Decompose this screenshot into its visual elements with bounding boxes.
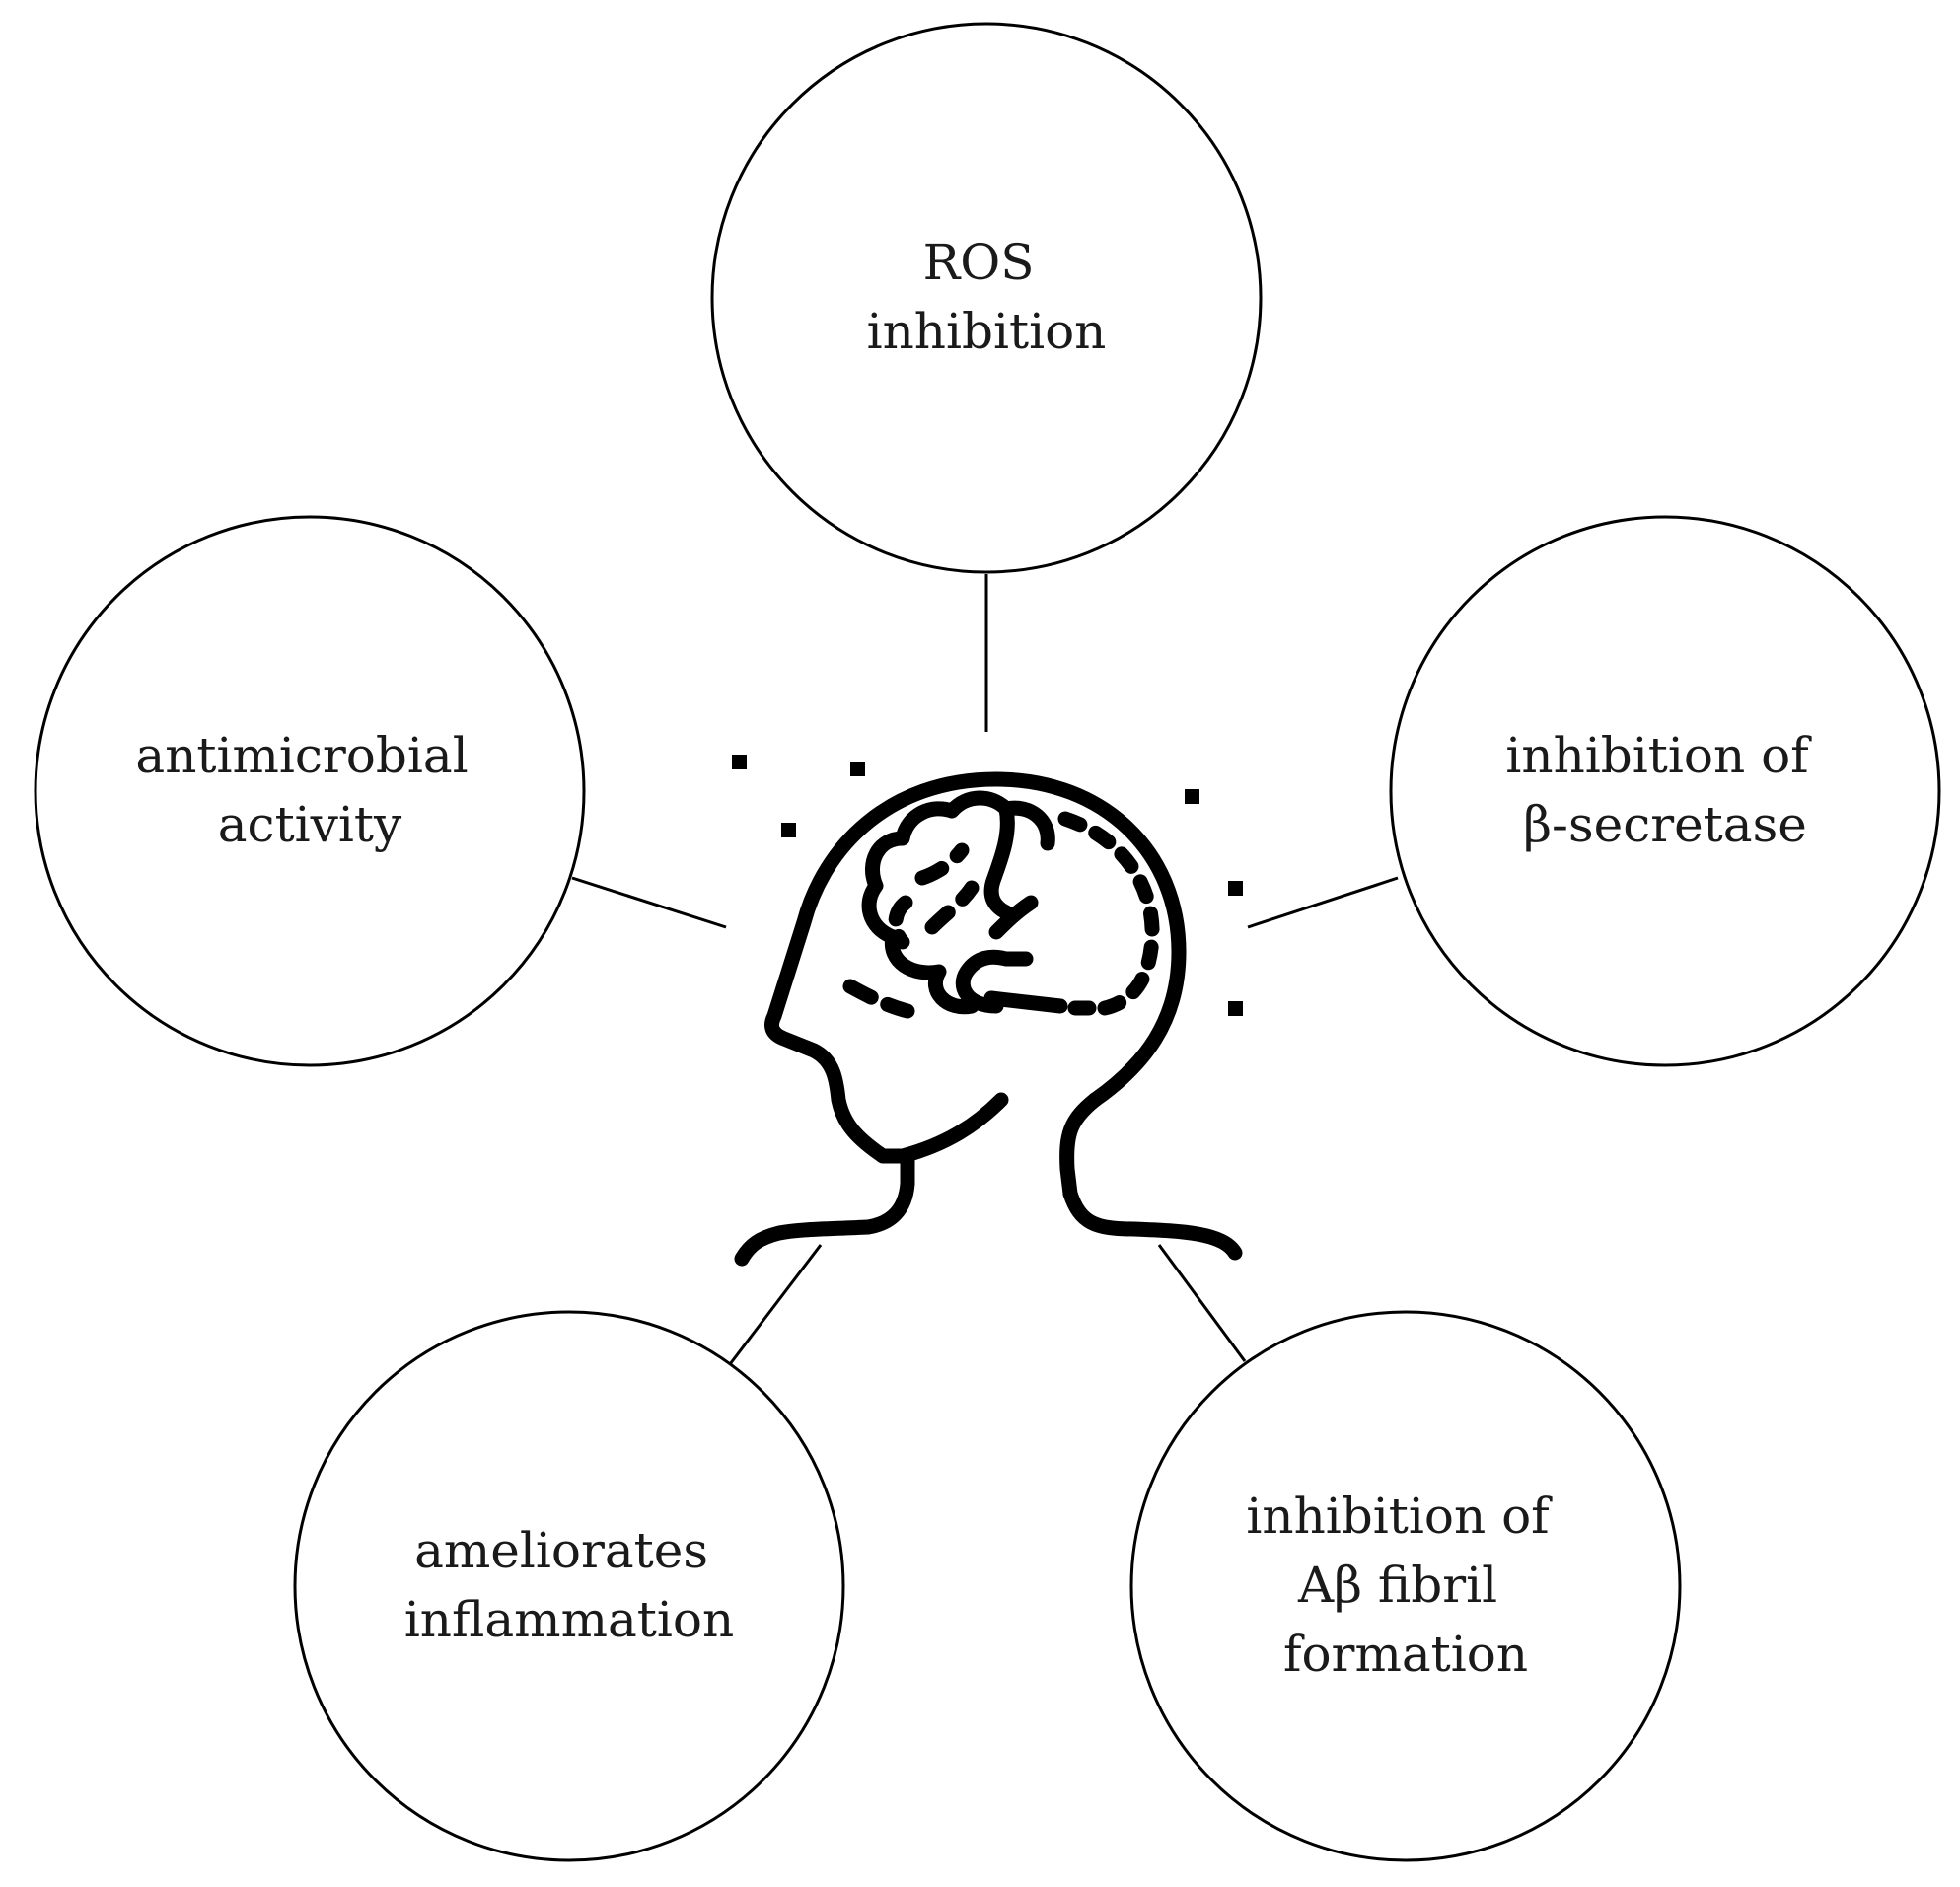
nodes: ROS inhibition inhibition of β-secretase…: [34, 22, 1941, 1862]
node-antimicrobial-label: antimicrobial activity: [135, 727, 483, 853]
brain-dash-3: [888, 895, 913, 950]
node-abeta-label: inhibition of Aβ fibril formation: [1246, 1488, 1564, 1683]
node-ros-circle: [710, 22, 1263, 574]
brain-fold-rear: [955, 949, 1034, 1014]
dot-3: [781, 823, 796, 837]
dot-1: [732, 755, 747, 769]
connectors: [571, 574, 1399, 1365]
node-beta-secretase-label: inhibition of β-secretase: [1505, 727, 1824, 853]
head-outline: [764, 771, 1187, 1164]
brain-dotted-edge: [1057, 811, 1160, 1016]
dot-6: [1228, 1001, 1243, 1016]
brain-dash-front: [842, 979, 915, 1019]
node-ros: ROS inhibition: [710, 22, 1263, 574]
neck-front: [860, 1148, 915, 1235]
brain-dash-1: [914, 842, 970, 886]
brain-fold-mid: [988, 895, 1039, 940]
dot-4: [1185, 789, 1199, 804]
node-inflammation-circle: [293, 1310, 845, 1862]
head-brain-icon: [732, 755, 1243, 1267]
neck-back: [1059, 1092, 1103, 1201]
node-inflammation: ameliorates inflammation: [293, 1310, 845, 1862]
brain-base-line: [983, 990, 1068, 1014]
brain-dash-2: [924, 880, 980, 935]
node-abeta-circle: [1129, 1310, 1682, 1862]
connector-abeta: [1157, 1244, 1247, 1362]
shoulder-right: [1062, 1186, 1243, 1261]
node-ros-label: ROS inhibition: [867, 234, 1107, 360]
shoulder-left: [734, 1219, 876, 1267]
node-abeta: inhibition of Aβ fibril formation: [1129, 1310, 1682, 1862]
brain-fold-upper: [983, 801, 1015, 920]
dot-2: [850, 762, 865, 776]
connector-inflammation: [728, 1244, 823, 1365]
connector-antimicrobial: [571, 876, 727, 929]
node-beta-secretase-circle: [1389, 515, 1941, 1067]
dot-5: [1228, 881, 1243, 896]
connector-beta-secretase: [1247, 876, 1399, 929]
node-antimicrobial-circle: [34, 515, 586, 1067]
node-beta-secretase: inhibition of β-secretase: [1389, 515, 1941, 1067]
node-antimicrobial: antimicrobial activity: [34, 515, 586, 1067]
node-inflammation-label: ameliorates inflammation: [404, 1522, 734, 1648]
